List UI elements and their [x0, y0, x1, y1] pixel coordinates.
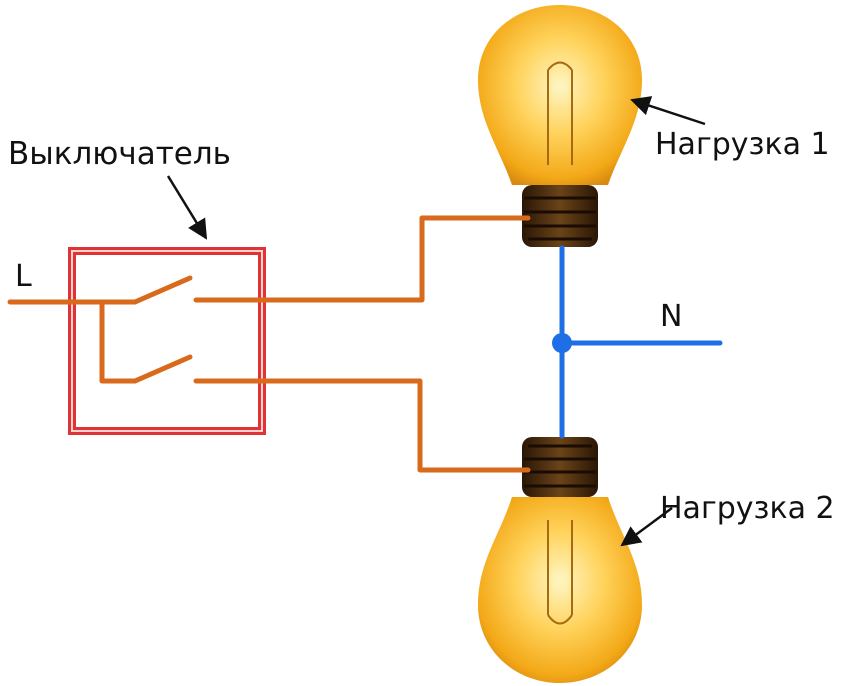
label-arrows [166, 96, 706, 547]
neutral-label: N [660, 299, 683, 334]
phase-wiring [7, 215, 531, 473]
lightbulb-icon [478, 5, 642, 247]
neutral-wiring [559, 245, 723, 439]
switch-box [68, 247, 266, 435]
load2-label: Нагрузка 2 [660, 491, 835, 526]
switch-label: Выключатель [8, 136, 231, 172]
junction-node [552, 333, 572, 353]
lightbulb-icon [478, 437, 642, 683]
line-label: L [15, 259, 32, 294]
load1-label: Нагрузка 1 [655, 127, 830, 162]
